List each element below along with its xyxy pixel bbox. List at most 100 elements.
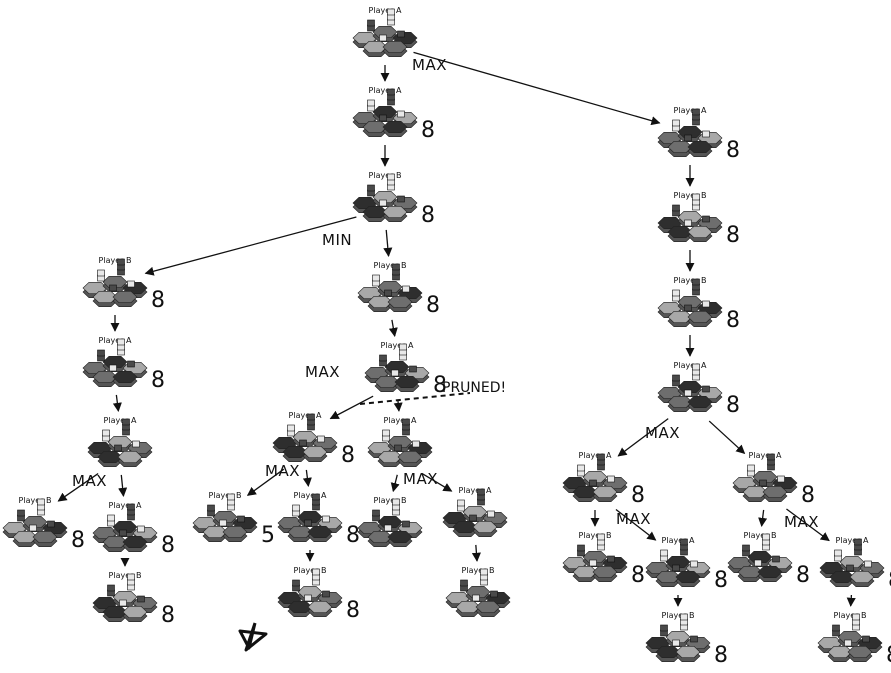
hex-board — [82, 258, 148, 308]
hex-board — [357, 263, 423, 313]
tree-edge-arrow — [617, 418, 669, 457]
hex-board — [657, 278, 723, 328]
tree-node: Player B8 — [727, 531, 810, 588]
tree-node: Player B — [445, 566, 511, 618]
node-value-label: 8 — [886, 643, 891, 668]
hex-board — [817, 613, 883, 663]
tree-edge-arrow — [615, 508, 657, 541]
node-player-label: Player B — [99, 256, 132, 265]
tree-node: Player A — [442, 486, 508, 538]
hex-board — [657, 363, 723, 413]
tree-edge-arrow — [786, 508, 830, 542]
tree-node: Player A8 — [364, 341, 447, 398]
hex-board — [657, 108, 723, 157]
node-player-label: Player A — [384, 416, 417, 425]
node-player-label: Player A — [674, 361, 707, 370]
tree-node: Player A8 — [732, 451, 815, 508]
node-value-label: 8 — [433, 373, 447, 398]
node-player-label: Player B — [19, 496, 52, 505]
hex-board — [645, 538, 711, 588]
max-label: MAX — [72, 472, 107, 490]
node-player-label: Player A — [99, 336, 132, 345]
hex-board — [192, 493, 258, 543]
tree-node: Player B 8 — [82, 256, 165, 313]
max-label: MAX — [265, 462, 300, 480]
edges-layer — [57, 51, 856, 607]
hex-board — [92, 573, 158, 623]
hex-board — [277, 493, 343, 543]
max-label: MAX — [616, 510, 651, 528]
tree-node: Player A8 — [562, 451, 645, 508]
hex-board — [645, 613, 711, 663]
tree-node: Player A 8 — [657, 361, 740, 418]
node-player-label: Player A — [289, 411, 322, 420]
tree-node: Player B8 — [357, 261, 440, 318]
tree-edge-arrow — [421, 472, 453, 492]
node-value-label: 8 — [151, 288, 165, 313]
node-value-label: 8 — [346, 523, 360, 548]
tree-edge-arrow — [388, 319, 398, 337]
tree-edge-arrow — [118, 474, 128, 497]
node-value-label: 8 — [888, 568, 891, 593]
tree-edge-arrow — [112, 394, 122, 412]
node-value-label: 8 — [161, 603, 175, 628]
node-player-label: Player A — [104, 416, 137, 425]
node-player-label: Player B — [744, 531, 777, 540]
hex-board — [2, 498, 68, 548]
node-value-label: 8 — [341, 443, 355, 468]
tree-node: Player B 8 — [2, 496, 85, 553]
tree-edge-arrow — [708, 420, 746, 455]
tree-node: Player B5 — [192, 491, 275, 548]
node-value-label: 8 — [726, 223, 740, 248]
tree-edge-arrow — [302, 469, 312, 487]
tree-edge-arrow — [846, 594, 856, 607]
node-player-label: Player B — [109, 571, 142, 580]
max-label: MAX — [645, 424, 680, 442]
hex-board — [562, 533, 628, 583]
star-icon — [238, 622, 268, 652]
hex-board — [272, 413, 338, 463]
hex-board — [367, 418, 433, 468]
tree-node: Player A8 — [657, 106, 740, 163]
hex-board — [357, 498, 423, 548]
max-label: MAX — [305, 363, 340, 381]
hex-board — [732, 453, 798, 503]
min-label: MIN — [322, 231, 352, 249]
hex-board — [82, 338, 148, 388]
max-label: MAX — [784, 513, 819, 531]
node-player-label: Player A — [459, 486, 492, 495]
tree-edge-arrow — [246, 468, 285, 496]
tree-edge-arrow — [413, 51, 661, 126]
node-value-label: 8 — [421, 203, 435, 228]
node-player-label: Player A — [294, 491, 327, 500]
tree-node: Player A 8 — [645, 536, 728, 593]
hex-board — [364, 343, 430, 393]
node-player-label: Player A — [369, 6, 402, 15]
tree-edge-arrow — [390, 474, 400, 493]
tree-node: Player A — [352, 6, 418, 58]
hex-board — [92, 503, 158, 553]
hex-board — [352, 88, 418, 137]
node-value-label: 8 — [801, 483, 815, 508]
tree-edge-arrow — [383, 229, 393, 257]
node-player-label: Player A — [662, 536, 695, 545]
node-value-label: 8 — [714, 643, 728, 668]
node-player-label: Player A — [109, 501, 142, 510]
tree-edge-arrow — [758, 509, 768, 527]
tree-node: Player B8 — [277, 566, 360, 623]
tree-node: Player B8 — [657, 276, 740, 333]
hex-board — [819, 538, 885, 588]
node-player-label: Player B — [674, 276, 707, 285]
node-value-label: 8 — [421, 118, 435, 143]
hex-board — [442, 488, 508, 538]
node-player-label: Player A — [369, 86, 402, 95]
node-value-label: 8 — [726, 393, 740, 418]
node-player-label: Player B — [294, 566, 327, 575]
hex-board — [352, 173, 418, 222]
hex-board — [277, 568, 343, 618]
node-player-label: Player B — [369, 171, 402, 180]
node-value-label: 8 — [714, 568, 728, 593]
tree-edge-arrow — [329, 395, 374, 420]
node-value-label: 8 — [71, 528, 85, 553]
